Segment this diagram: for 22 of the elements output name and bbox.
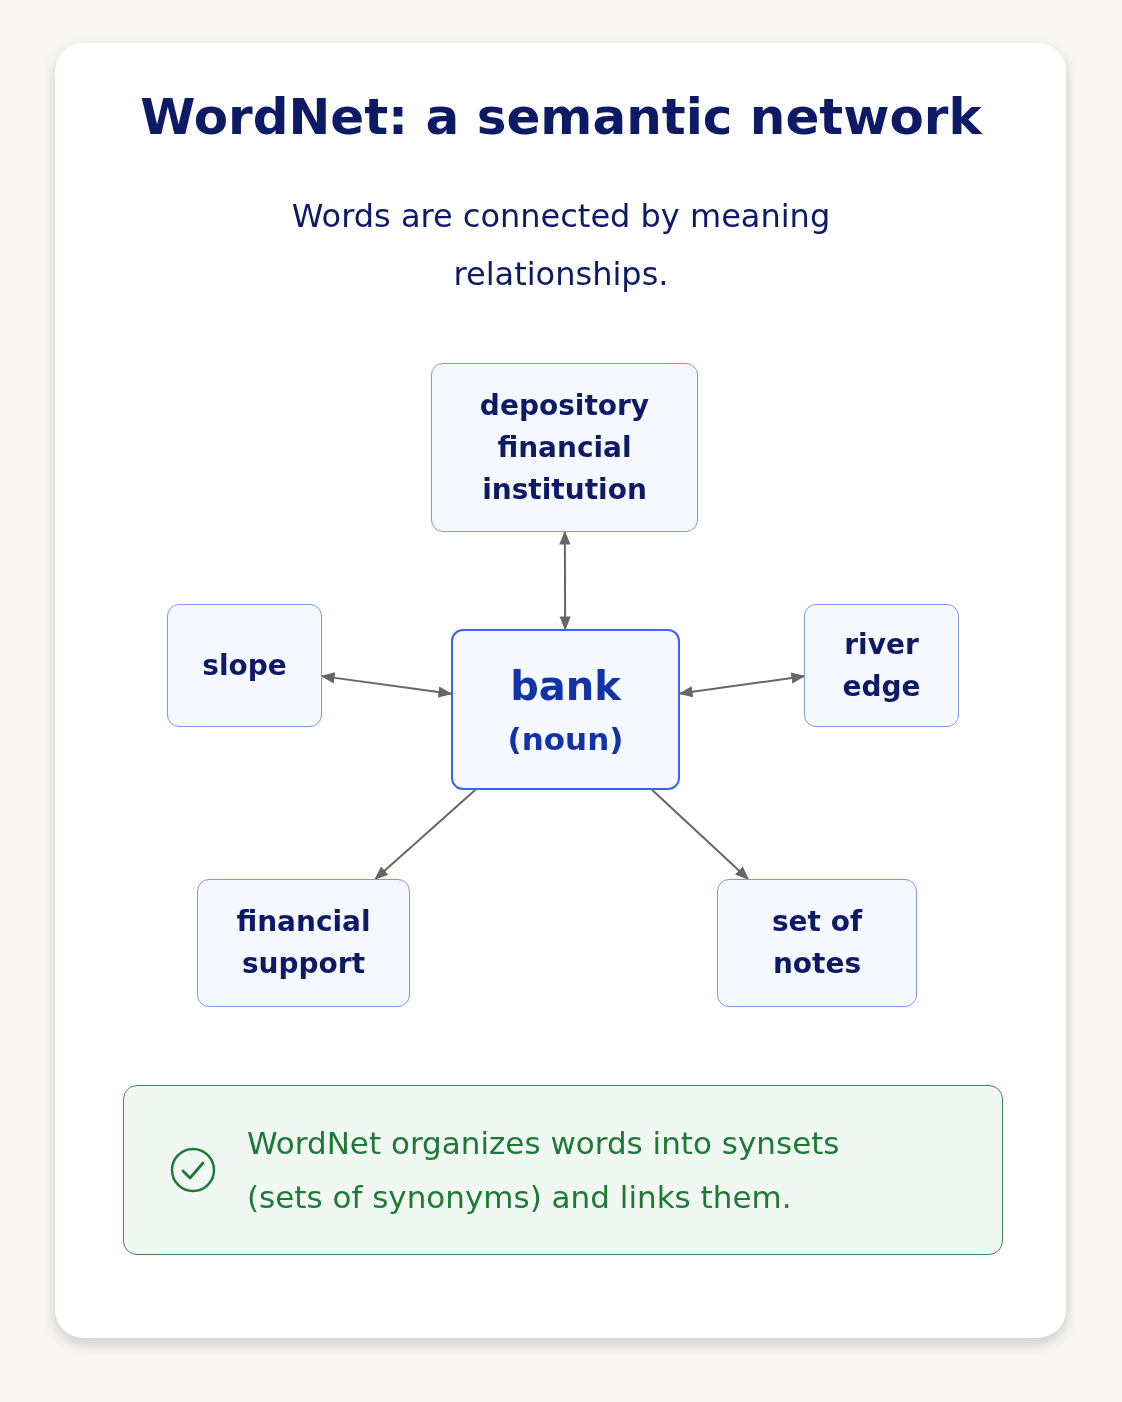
synset-label: slope [201, 647, 288, 684]
synset-box [717, 879, 917, 1007]
synset-box [197, 879, 410, 1007]
synset-label: financial support [235, 904, 372, 982]
synset-label: depository financial institution [478, 387, 651, 508]
synset-box [451, 629, 680, 790]
synset-label: river edge [841, 626, 922, 705]
synset-label: set of notes [770, 904, 864, 982]
arrow [651, 789, 750, 880]
note-box [123, 1085, 1003, 1255]
synset-label: bank [509, 662, 623, 712]
arrow [678, 672, 806, 698]
arrow [559, 530, 571, 631]
title: WordNet: a semantic network [139, 88, 984, 146]
arrow [320, 672, 453, 698]
subtitle: Words are connected by meaning relationships. [290, 196, 832, 295]
arrow [374, 789, 477, 880]
part-of-speech: (noun) [506, 720, 625, 760]
synset-box [167, 604, 322, 727]
synset-box [431, 363, 698, 532]
note-text: WordNet organizes words into synsets (sets of synonyms) and links them. [247, 1123, 841, 1217]
synset-box [804, 604, 959, 727]
